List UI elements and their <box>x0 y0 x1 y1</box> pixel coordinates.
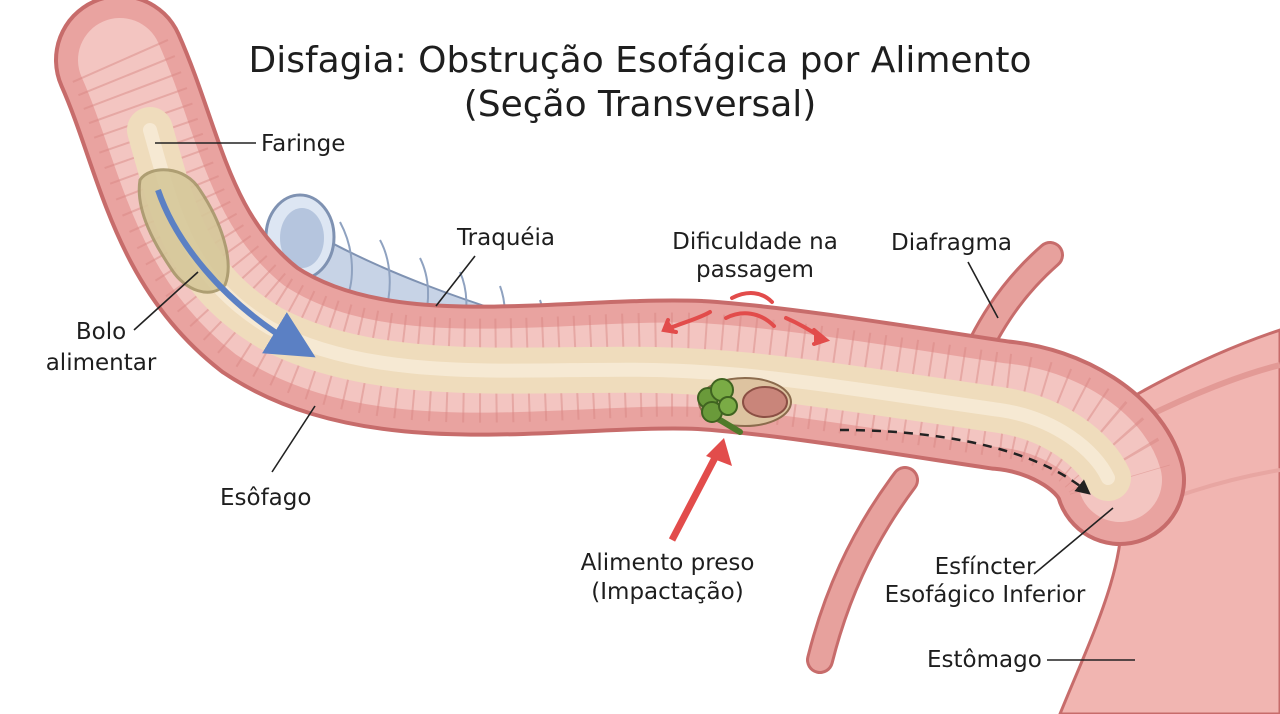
leader-lines <box>133 142 1135 661</box>
food-impaction-icon <box>697 377 792 435</box>
label-esofago: Esôfago <box>220 485 312 511</box>
label-esfincter-1: Esfíncter <box>934 554 1036 580</box>
page-subtitle: (Seção Transversal) <box>463 84 817 125</box>
label-faringe: Faringe <box>261 131 346 157</box>
label-traqueia: Traquéia <box>457 225 556 251</box>
label-estomago: Estômago <box>927 647 1042 673</box>
label-bolo-1: Bolo <box>75 319 127 345</box>
page-title: Disfagia: Obstrução Esofágica por Alimen… <box>248 40 1032 81</box>
label-dificuldade-2: passagem <box>696 257 814 283</box>
passage-arrow-icon <box>839 428 1091 495</box>
label-alimento-2: (Impactação) <box>591 579 744 605</box>
label-bolo-2: alimentar <box>45 350 157 376</box>
label-esfincter-2: Esofágico Inferior <box>884 582 1086 608</box>
label-diafragma: Diafragma <box>891 230 1012 256</box>
label-alimento-1: Alimento preso <box>580 550 755 576</box>
label-dificuldade-1: Dificuldade na <box>672 229 838 255</box>
difficulty-arrows-icon <box>661 291 831 346</box>
flow-arrow-icon <box>155 189 316 358</box>
pointer-arrow-icon <box>668 438 732 542</box>
